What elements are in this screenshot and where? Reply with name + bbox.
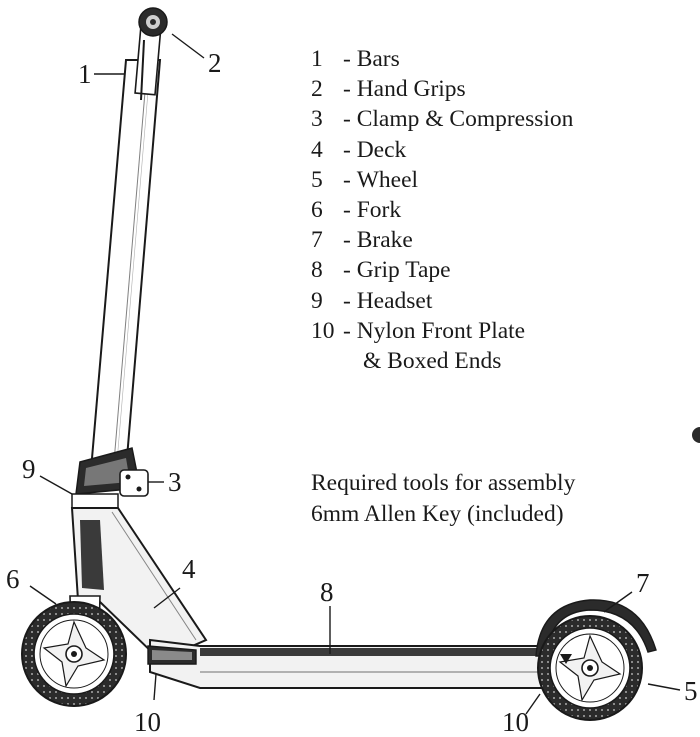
legend-item-fork: 6- Fork bbox=[311, 195, 573, 225]
legend-item-nylon-front-plate: 10- Nylon Front Plate bbox=[311, 316, 573, 346]
callout-fork: 6 bbox=[6, 564, 20, 594]
legend-label: Clamp & Compression bbox=[356, 106, 574, 133]
callout-headset: 9 bbox=[22, 454, 36, 484]
callout-plate-rear: 10 bbox=[502, 707, 529, 737]
legend-label: Fork bbox=[356, 197, 402, 224]
callout-clamp: 3 bbox=[168, 467, 182, 497]
legend-num: 6 bbox=[311, 197, 323, 224]
legend-separator: - bbox=[343, 257, 351, 284]
legend-num: 1 bbox=[311, 46, 323, 72]
deck bbox=[149, 638, 601, 689]
legend-label: Wheel bbox=[356, 166, 419, 193]
legend-label: Brake bbox=[356, 227, 413, 254]
headset-clamp bbox=[71, 447, 149, 509]
legend-separator: - bbox=[343, 136, 351, 163]
legend-item-hand-grips: 2- Hand Grips bbox=[311, 74, 573, 104]
legend-separator: - bbox=[343, 317, 351, 344]
legend-item-bars: 1- Bars bbox=[311, 44, 573, 74]
callout-deck: 4 bbox=[182, 554, 196, 584]
bars-tube bbox=[89, 59, 162, 471]
legend-label: Bars bbox=[356, 46, 400, 72]
legend-num: 7 bbox=[311, 227, 323, 254]
legend-item-headset: 9- Headset bbox=[311, 286, 573, 316]
legend-num: 10 bbox=[311, 317, 335, 344]
leader-plate-rear bbox=[525, 693, 541, 715]
leader-grips bbox=[171, 33, 205, 59]
legend-separator: - bbox=[343, 197, 351, 224]
legend-separator: - bbox=[343, 76, 351, 103]
callout-bars: 1 bbox=[78, 59, 92, 89]
leader-fork bbox=[29, 585, 57, 605]
hand-grip-end bbox=[134, 7, 168, 101]
callout-wheel-rear: 5 bbox=[684, 676, 698, 706]
legend-item-continuation: & Boxed Ends bbox=[311, 346, 573, 376]
legend-separator: - bbox=[343, 46, 351, 72]
rear-brake bbox=[535, 599, 657, 657]
legend-item-grip-tape: 8- Grip Tape bbox=[311, 255, 573, 285]
legend-item-wheel: 5- Wheel bbox=[311, 165, 573, 195]
callout-grip-tape: 8 bbox=[320, 577, 334, 607]
callout-plate-front: 10 bbox=[134, 707, 161, 737]
tools-line-1: Required tools for assembly bbox=[311, 470, 576, 496]
legend-num: 8 bbox=[311, 257, 323, 284]
leader-lines bbox=[29, 33, 681, 715]
callout-grips: 2 bbox=[208, 48, 222, 78]
legend-separator: - bbox=[343, 227, 351, 254]
leader-wheel bbox=[647, 683, 681, 691]
edge-wheel-fragment bbox=[692, 427, 700, 443]
nylon-front-plate bbox=[147, 645, 197, 665]
leader-headset bbox=[39, 475, 73, 495]
legend-item-deck: 4- Deck bbox=[311, 135, 573, 165]
leader-brake bbox=[603, 591, 633, 613]
tools-line-2: 6mm Allen Key (included) bbox=[311, 501, 564, 527]
front-wheel bbox=[21, 601, 127, 707]
legend-label: Nylon Front Plate bbox=[356, 317, 526, 344]
legend-item-clamp: 3- Clamp & Compression bbox=[311, 104, 573, 134]
legend-separator: - bbox=[343, 106, 351, 133]
legend-label: Hand Grips bbox=[356, 76, 466, 103]
legend-label: Headset bbox=[356, 287, 433, 314]
leader-deck bbox=[153, 587, 181, 609]
leader-plate-front bbox=[153, 673, 157, 701]
legend-num: 4 bbox=[311, 136, 323, 163]
legend-item-brake: 7- Brake bbox=[311, 225, 573, 255]
required-tools-note: Required tools for assembly 6mm Allen Ke… bbox=[311, 468, 575, 530]
legend-label: Grip Tape bbox=[356, 257, 451, 284]
callout-brake: 7 bbox=[636, 568, 650, 598]
legend-num: 9 bbox=[311, 287, 323, 314]
legend-num: 3 bbox=[311, 106, 323, 133]
parts-legend: 1- Bars 2- Hand Grips 3- Clamp & Compres… bbox=[311, 44, 573, 376]
rear-wheel bbox=[537, 615, 643, 721]
legend-separator: - bbox=[343, 166, 351, 193]
legend-separator: - bbox=[343, 287, 351, 314]
legend-num: 5 bbox=[311, 166, 323, 193]
legend-num: 2 bbox=[311, 76, 323, 103]
legend-label: Deck bbox=[356, 136, 407, 163]
legend-label-continuation: & Boxed Ends bbox=[363, 348, 502, 375]
